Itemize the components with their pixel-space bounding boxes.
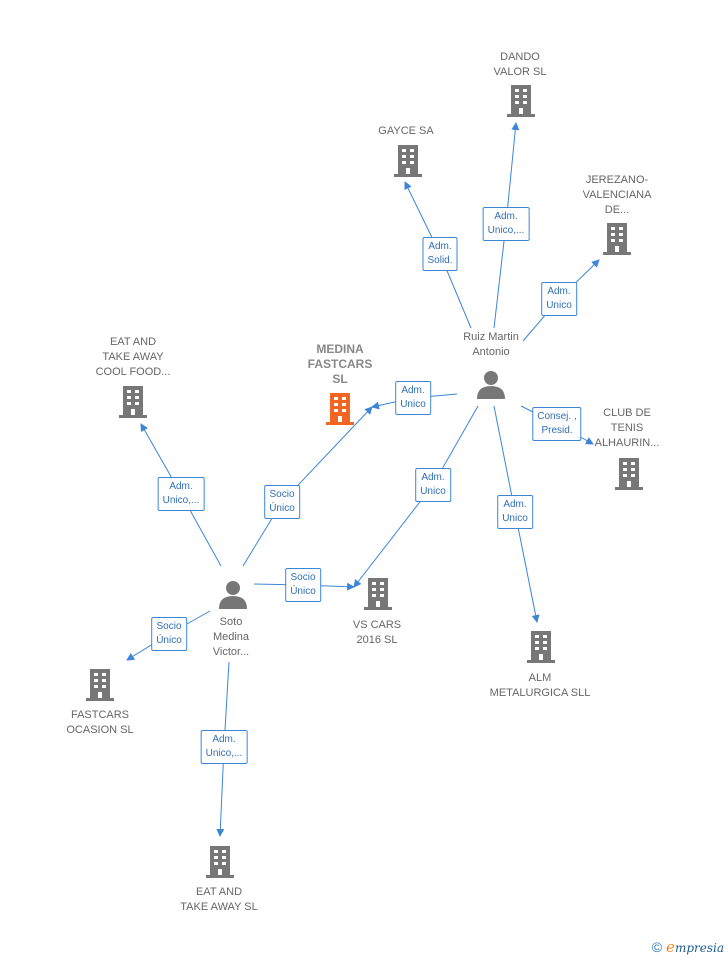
building-icon[interactable] <box>615 458 643 490</box>
node-label-club[interactable]: CLUB DE TENIS ALHAURIN... <box>595 406 660 451</box>
node-label-gayce[interactable]: GAYCE SA <box>378 124 433 139</box>
copyright-symbol: © <box>651 939 663 955</box>
building-icon[interactable] <box>394 145 422 177</box>
node-label-alm[interactable]: ALM METALURGICA SLL <box>490 671 591 701</box>
building-icon[interactable] <box>86 669 114 701</box>
edge-label-line: Adm. <box>494 211 518 222</box>
edge-label-line: Adm. <box>547 286 571 297</box>
node-label-line: EAT AND <box>109 336 157 348</box>
edge-label-line: Adm. <box>212 734 236 745</box>
edge-label-ruiz-medina[interactable]: Adm. Unico <box>395 381 431 415</box>
brand-logo-initial: e <box>666 938 675 956</box>
edge-label-line: Único <box>290 586 316 597</box>
node-label-line: Antonio <box>472 346 510 358</box>
node-label-line: DE... <box>604 204 630 216</box>
building-icon[interactable] <box>206 846 234 878</box>
edge-label-line: Socio <box>290 572 316 583</box>
edge-label-line: Único <box>156 635 182 646</box>
edge-label-line: Adm. <box>503 499 527 510</box>
building-icon[interactable] <box>364 578 392 610</box>
building-icon[interactable] <box>603 223 631 255</box>
edge-label-line: Unico,... <box>487 225 525 236</box>
edge-label-ruiz-club[interactable]: Consej. , Presid. <box>532 407 582 441</box>
edge-label-line: Socio <box>269 489 295 500</box>
node-label-line: VALENCIANA <box>582 189 652 201</box>
node-label-line: Soto <box>219 616 243 628</box>
edge-label-line: Socio <box>156 621 182 632</box>
node-label-line: FASTCARS <box>307 357 373 371</box>
brand-footer: ©empresia <box>652 938 724 956</box>
edge-label-line: Adm. <box>401 385 425 396</box>
brand-logo-text: mpresia <box>674 941 724 955</box>
node-label-jerezano[interactable]: JEREZANO- VALENCIANA DE... <box>583 173 652 218</box>
node-label-line: Victor... <box>212 646 250 658</box>
edge-label-ruiz-gayce[interactable]: Adm. Solid. <box>422 237 458 271</box>
node-label-line: VS CARS <box>352 619 402 631</box>
edge-label-ruiz-jerezano[interactable]: Adm. Unico <box>541 282 577 316</box>
edge-label-line: Unico <box>546 300 572 311</box>
node-label-line: EAT AND <box>195 886 243 898</box>
edge-label-ruiz-vscars[interactable]: Adm. Unico <box>415 468 451 502</box>
edge-label-line: Unico <box>420 486 446 497</box>
node-label-line: TAKE AWAY SL <box>180 901 258 913</box>
node-label-line: TAKE AWAY <box>102 351 164 363</box>
node-label-line: METALURGICA SLL <box>489 687 591 699</box>
edge-label-ruiz-alm[interactable]: Adm. Unico <box>497 495 533 529</box>
edge-label-line: Unico,... <box>205 748 243 759</box>
node-label-line: FASTCARS <box>70 709 130 721</box>
edge-label-line: Unico <box>502 513 528 524</box>
building-icon[interactable] <box>326 393 354 425</box>
node-label-line: 2016 SL <box>356 634 398 646</box>
edge-label-line: Unico <box>400 399 426 410</box>
edge-soto-medina <box>242 406 373 567</box>
node-label-line: VALOR SL <box>493 66 547 78</box>
edge-label-soto-eat2[interactable]: Adm. Unico,... <box>200 730 248 764</box>
node-label-line: MEDINA <box>316 342 364 356</box>
edge-label-line: Adm. <box>428 241 452 252</box>
building-icon[interactable] <box>527 631 555 663</box>
node-label-line: OCASION SL <box>66 724 134 736</box>
edge-label-line: Único <box>269 503 295 514</box>
edge-label-line: Presid. <box>541 425 573 436</box>
person-icon[interactable] <box>477 371 505 399</box>
node-label-vscars[interactable]: VS CARS 2016 SL <box>353 618 401 648</box>
edge-label-line: Solid. <box>427 255 453 266</box>
node-label-line: ALM <box>528 672 552 684</box>
edge-label-line: Consej. , <box>537 411 577 422</box>
node-label-line: Ruiz Martin <box>463 331 519 343</box>
node-label-line: SL <box>332 372 348 386</box>
node-label-fastcars[interactable]: FASTCARS OCASION SL <box>66 708 133 738</box>
node-label-line: DANDO <box>500 51 540 63</box>
edge-label-line: Unico,... <box>162 495 200 506</box>
node-label-dando[interactable]: DANDO VALOR SL <box>494 50 547 80</box>
edge-label-line: Adm. <box>169 481 193 492</box>
edge-label-line: Adm. <box>421 472 445 483</box>
person-icon[interactable] <box>219 581 247 609</box>
node-label-line: JEREZANO- <box>585 174 649 186</box>
building-icon[interactable] <box>119 386 147 418</box>
node-label-eat1[interactable]: EAT AND TAKE AWAY COOL FOOD... <box>96 335 171 380</box>
node-label-line: TENIS <box>610 422 644 434</box>
edge-label-ruiz-dando[interactable]: Adm. Unico,... <box>482 207 530 241</box>
edge-label-soto-eat1[interactable]: Adm. Unico,... <box>157 477 205 511</box>
node-label-line: ALHAURIN... <box>594 437 660 449</box>
node-label-line: Medina <box>212 631 250 643</box>
node-label-line: COOL FOOD... <box>95 366 171 378</box>
node-label-eat2[interactable]: EAT AND TAKE AWAY SL <box>180 885 257 915</box>
node-label-line: CLUB DE <box>603 407 651 419</box>
building-icon[interactable] <box>507 85 535 117</box>
node-label-line: GAYCE SA <box>378 125 434 137</box>
